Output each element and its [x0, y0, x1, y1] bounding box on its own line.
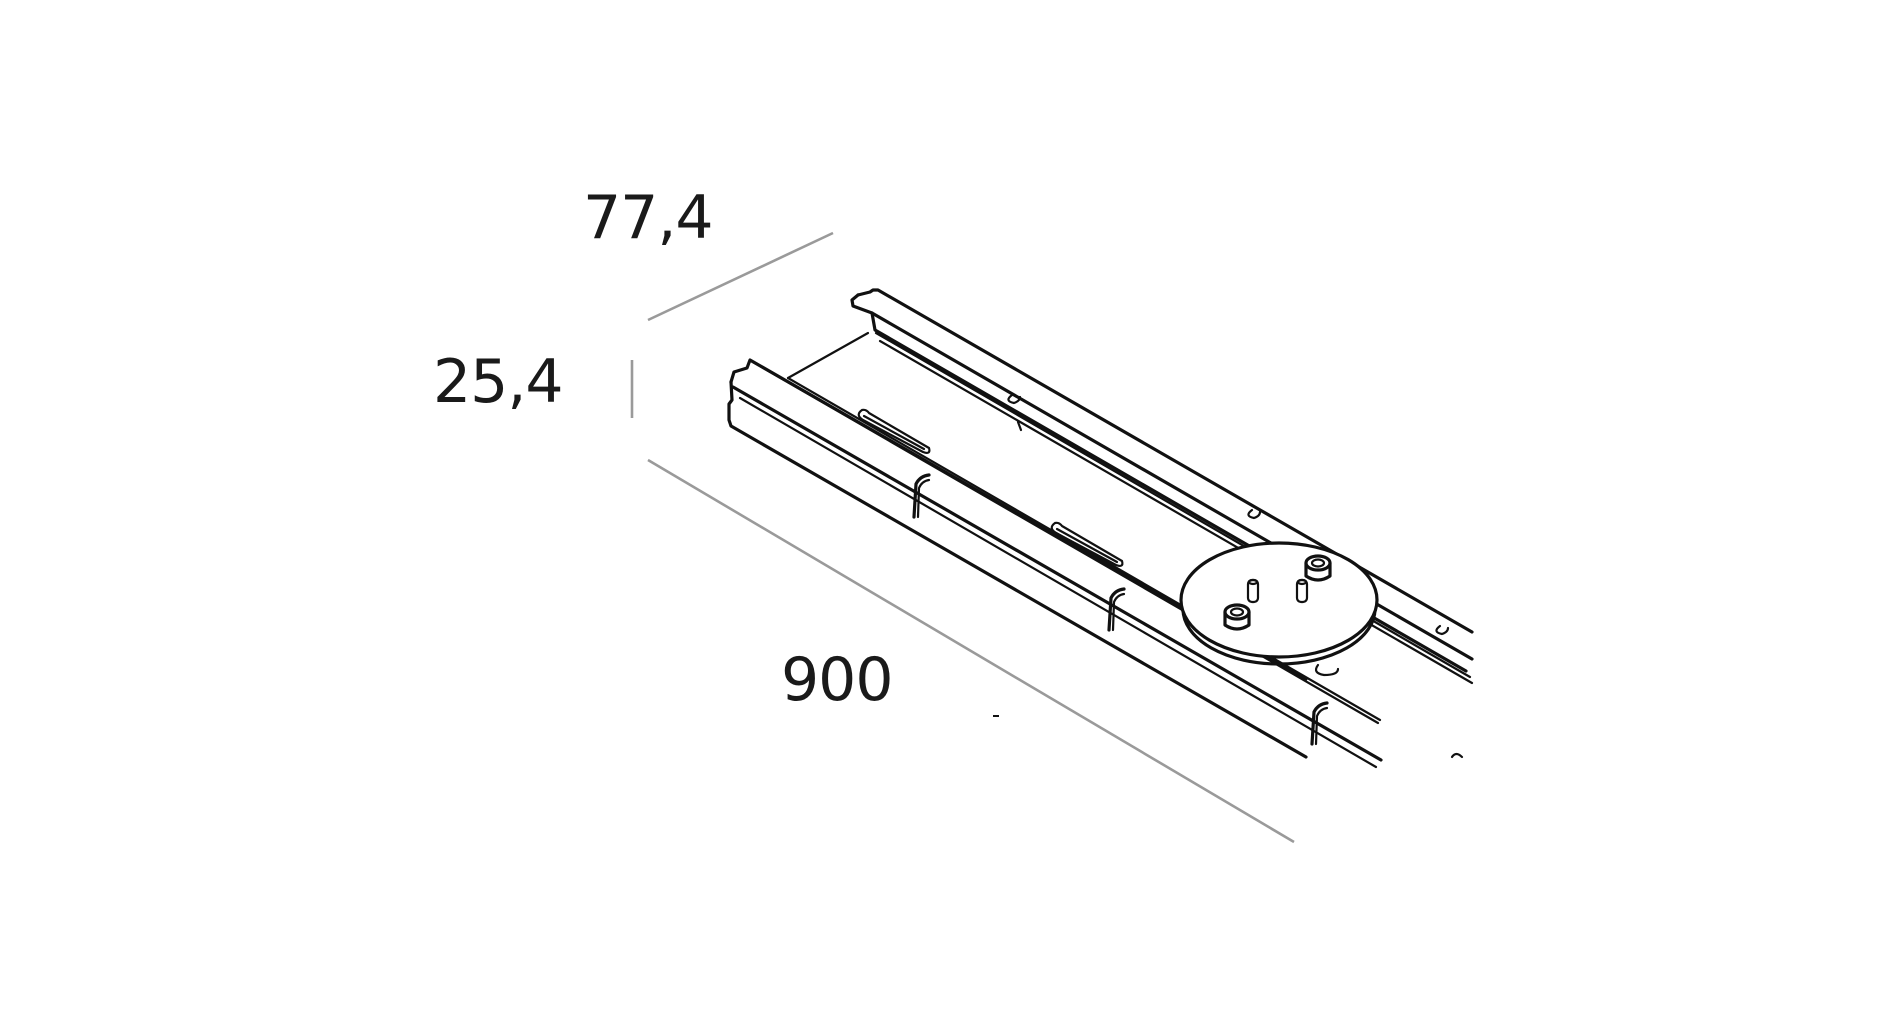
clip-2: [1107, 587, 1126, 632]
front-wall: [727, 358, 1383, 769]
dimension-lines: [630, 231, 1295, 844]
channel-floor-edge: [786, 331, 870, 380]
screw-boss-right: [1304, 554, 1332, 582]
length-dimension-line: [647, 458, 1295, 844]
length-dimension-label: 900: [781, 645, 894, 715]
spring-clips: [912, 473, 1329, 746]
slot-1: [857, 408, 931, 454]
clip-1: [912, 473, 931, 519]
mounting-slots: [857, 408, 1124, 567]
contact-pin-right: [1295, 578, 1309, 604]
end-fragment: [1450, 752, 1464, 759]
slot-2: [1050, 521, 1124, 567]
ceiling-connector-disc: [1179, 541, 1379, 677]
clip-3: [1310, 701, 1329, 746]
height-dimension-label: 25,4: [433, 347, 564, 417]
profile-channel: [727, 288, 1474, 769]
depth-dimension-label: 77,4: [583, 183, 714, 253]
depth-dimension-line: [647, 231, 834, 322]
contact-pin-left: [1246, 578, 1260, 604]
screw-boss-left: [1223, 603, 1251, 631]
back-wall: [850, 288, 1474, 685]
